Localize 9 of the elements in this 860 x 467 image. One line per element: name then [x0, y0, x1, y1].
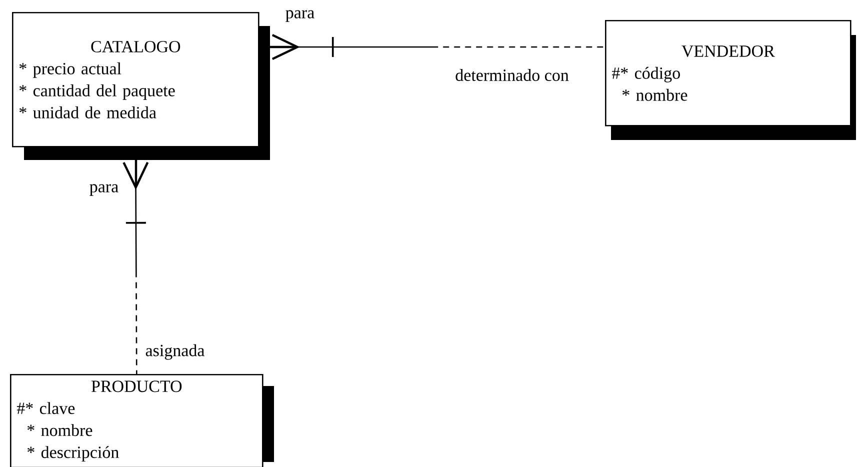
edge-label: para — [90, 184, 118, 196]
relationship-line — [270, 34, 605, 60]
entity-box: VENDEDOR #* código * nombre — [605, 20, 856, 140]
role-label: determinado con — [456, 69, 569, 81]
role-label: asignada — [146, 344, 204, 360]
edge-label: para — [286, 10, 314, 22]
entity-box: PRODUCTO #* clave * nombre * descripción — [10, 374, 274, 467]
relationship-line — [122, 160, 149, 374]
entity-box: CATALOGO * precio actual * cantidad del paquete * unidad de medida — [12, 12, 270, 160]
